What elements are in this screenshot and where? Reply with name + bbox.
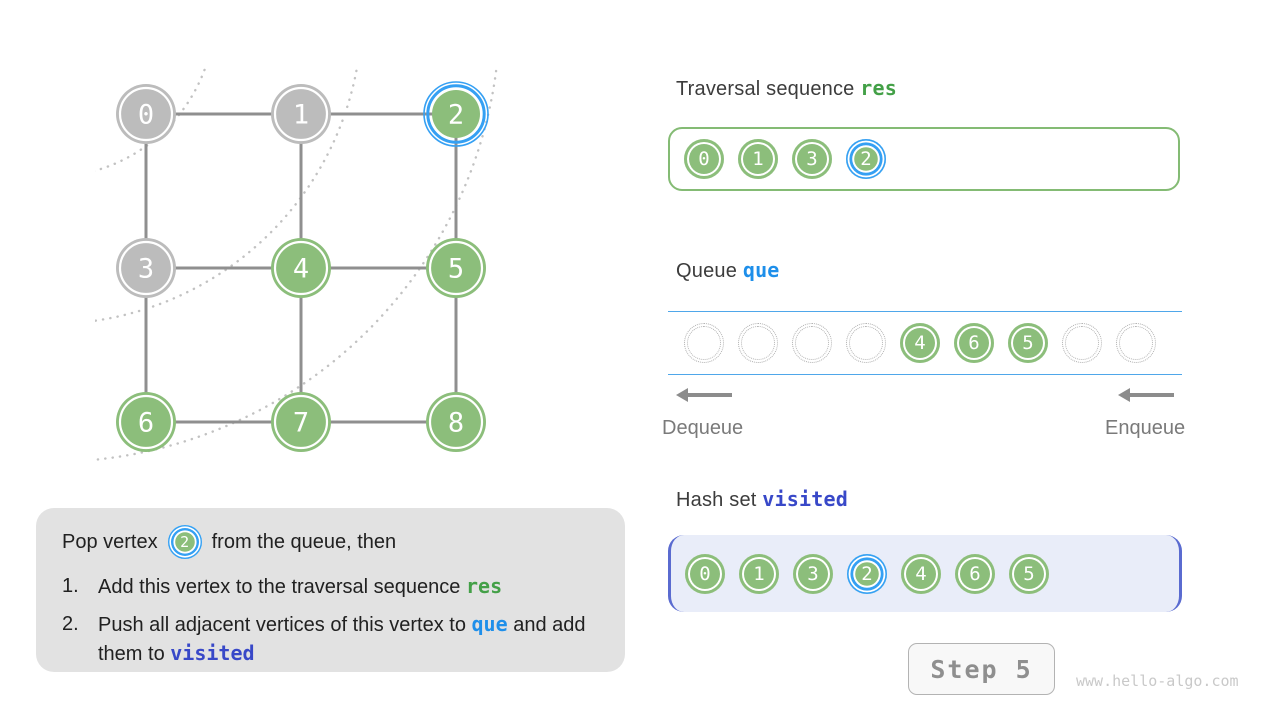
traversal-vertex-chip-2: 2 bbox=[846, 139, 886, 179]
instruction-item-text: Push all adjacent vertices of this verte… bbox=[98, 610, 601, 668]
que-code-token: que bbox=[742, 258, 780, 282]
graph-node-6: 6 bbox=[116, 392, 176, 452]
instruction-text: Push all adjacent vertices of this verte… bbox=[98, 614, 472, 636]
graph-node-label: 2 bbox=[448, 100, 464, 131]
queue-slot-empty bbox=[846, 323, 886, 363]
instruction-intro-suffix: from the queue, then bbox=[211, 530, 397, 553]
enqueue-label: Enqueue bbox=[1105, 417, 1186, 439]
graph-node-label: 7 bbox=[293, 408, 309, 439]
watermark: www.hello-algo.com bbox=[1076, 672, 1239, 690]
queue-vertex-chip-4: 4 bbox=[900, 323, 940, 363]
graph-node-8: 8 bbox=[426, 392, 486, 452]
graph-node-label: 5 bbox=[448, 254, 464, 285]
graph-node-5: 5 bbox=[426, 238, 486, 298]
hashset-vertex-chip-1: 1 bbox=[739, 553, 779, 594]
graph-node-4: 4 bbox=[271, 238, 331, 298]
queue-slot-empty bbox=[1116, 323, 1156, 363]
traversal-title: Traversal sequence res bbox=[676, 76, 897, 101]
hashset-vertex-chip-4: 4 bbox=[901, 553, 941, 594]
graph-node-7: 7 bbox=[271, 392, 331, 452]
instruction-item-number: 2. bbox=[62, 613, 79, 635]
queue-vertex-chip-5: 5 bbox=[1008, 323, 1048, 363]
hashset-title: Hash set visited bbox=[676, 487, 848, 512]
hashset-vertex-chip-2: 2 bbox=[847, 553, 887, 594]
visited-code-token: visited bbox=[170, 641, 255, 665]
instruction-item-2: 2. Push all adjacent vertices of this ver… bbox=[62, 610, 601, 668]
traversal-vertex-chip-3: 3 bbox=[792, 139, 832, 179]
popped-vertex-badge: 2 bbox=[167, 525, 202, 559]
graph-node-label: 1 bbox=[293, 100, 309, 131]
hashset-vertex-chip-0: 0 bbox=[685, 553, 725, 594]
graph-node-label: 3 bbox=[138, 254, 154, 285]
graph-node-label: 0 bbox=[138, 100, 154, 131]
traversal-title-text: Traversal sequence bbox=[676, 78, 855, 100]
instruction-item-number: 1. bbox=[62, 575, 79, 597]
graph-node-label: 4 bbox=[293, 254, 309, 285]
traversal-vertex-chip-0: 0 bbox=[684, 139, 724, 179]
queue-slot-empty bbox=[684, 323, 724, 363]
res-code-token: res bbox=[860, 76, 898, 100]
step-indicator-button[interactable]: Step 5 bbox=[908, 643, 1055, 695]
queue-slot-empty bbox=[792, 323, 832, 363]
instruction-list: 1. Add this vertex to the traversal seque… bbox=[62, 572, 601, 668]
graph-node-2: 2 bbox=[423, 81, 489, 147]
queue-title: Queue que bbox=[676, 258, 780, 283]
queue-slot-empty bbox=[738, 323, 778, 363]
graph-canvas: 0 1 2 3 4 5 6 7 8 bbox=[95, 65, 499, 461]
hashset-vertex-chip-6: 6 bbox=[955, 553, 995, 594]
hashset-vertex-chip-5: 5 bbox=[1009, 553, 1049, 594]
instruction-text: Add this vertex to the traversal sequenc… bbox=[98, 576, 466, 598]
instruction-intro-prefix: Pop vertex bbox=[62, 530, 158, 553]
queue-vertex-chip-6: 6 bbox=[954, 323, 994, 363]
que-code-token: que bbox=[471, 612, 508, 636]
dequeue-arrow-icon bbox=[676, 388, 732, 402]
graph-node-label: 8 bbox=[448, 408, 464, 439]
graph-node-0: 0 bbox=[116, 84, 176, 144]
instruction-text: and add them to bbox=[98, 614, 586, 665]
instruction-item-text: Add this vertex to the traversal sequenc… bbox=[98, 572, 601, 601]
res-code-token: res bbox=[465, 574, 503, 598]
hashset-vertex-chip-3: 3 bbox=[793, 553, 833, 594]
instruction-panel: Pop vertex 2 from the queue, then 1. Add … bbox=[36, 508, 625, 672]
enqueue-arrow-icon bbox=[1118, 388, 1174, 402]
queue-slot-empty bbox=[1062, 323, 1102, 363]
traversal-vertex-chip-1: 1 bbox=[738, 139, 778, 179]
graph-node-label: 6 bbox=[138, 408, 154, 439]
visited-code-token: visited bbox=[762, 487, 848, 511]
instruction-item-1: 1. Add this vertex to the traversal seque… bbox=[62, 572, 601, 601]
graph-node-1: 1 bbox=[271, 84, 331, 144]
dequeue-label: Dequeue bbox=[662, 417, 744, 439]
graph-node-3: 3 bbox=[116, 238, 176, 298]
instruction-intro: Pop vertex 2 from the queue, then bbox=[62, 522, 601, 562]
hashset-title-text: Hash set bbox=[676, 489, 757, 511]
queue-title-text: Queue bbox=[676, 260, 738, 282]
